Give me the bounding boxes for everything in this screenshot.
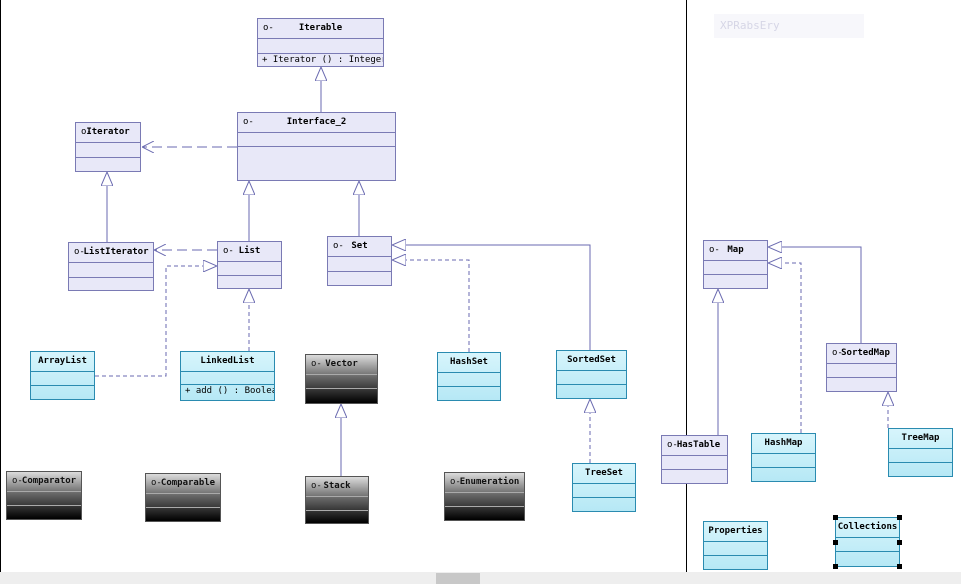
class-name: LinkedList: [200, 356, 255, 366]
class-icon: o-: [263, 23, 274, 33]
selection-handle-mid-right[interactable]: [897, 540, 902, 545]
class-name: ListIterator: [83, 247, 149, 257]
class-listiterator[interactable]: o-ListIterator: [68, 242, 154, 291]
class-name: SortedMap: [841, 348, 890, 358]
class-interface2[interactable]: o- Interface_2: [237, 112, 396, 181]
selection-handle-mid-left[interactable]: [833, 540, 838, 545]
class-name: Map: [727, 245, 744, 255]
class-list[interactable]: o- List: [217, 241, 282, 289]
class-name: Set: [351, 241, 368, 251]
edge-sortedmap-map[interactable]: [768, 247, 862, 343]
class-name: Stack: [323, 481, 351, 491]
class-map[interactable]: o- Map: [703, 240, 768, 289]
class-name: TreeSet: [585, 468, 623, 478]
class-name: Collections: [837, 522, 898, 532]
class-icon: o-: [243, 117, 254, 127]
selection-handle-bottom-right[interactable]: [897, 564, 902, 569]
selection-handle-bottom-left[interactable]: [833, 564, 838, 569]
class-name: Properties: [708, 526, 763, 536]
class-name: Vector: [325, 359, 358, 369]
class-iterator[interactable]: o-Iterator: [75, 122, 141, 172]
operation: + Iterator () : Integer: [258, 53, 383, 68]
faint-background-label: XPRabsEry: [714, 14, 864, 38]
class-name: HashSet: [450, 357, 488, 367]
class-treemap[interactable]: TreeMap: [888, 428, 953, 477]
horizontal-scrollbar-thumb[interactable]: [436, 573, 480, 584]
canvas-left-border: [0, 0, 1, 572]
class-name: Enumeration: [459, 477, 520, 487]
class-collections[interactable]: Collections: [835, 517, 900, 567]
panel-divider: [686, 0, 687, 572]
class-name: HasTable: [676, 440, 721, 450]
class-sortedset[interactable]: SortedSet: [556, 350, 627, 399]
class-treeset[interactable]: TreeSet: [572, 463, 636, 512]
class-name: Interface_2: [286, 117, 347, 127]
class-name: Iterator: [86, 127, 130, 137]
class-sortedmap[interactable]: o-SortedMap: [826, 343, 897, 392]
class-icon: o-: [12, 476, 23, 486]
class-icon: o-: [450, 477, 461, 487]
class-icon: o-: [223, 246, 234, 256]
class-comparator[interactable]: o-Comparator: [6, 471, 82, 520]
class-name: Iterable: [298, 23, 343, 33]
class-properties[interactable]: Properties: [703, 521, 768, 570]
class-icon: o-: [311, 359, 322, 369]
class-iterable[interactable]: o- Iterable + Iterator () : Integer: [257, 18, 384, 67]
class-icon: o-: [151, 478, 162, 488]
class-set[interactable]: o- Set: [327, 236, 392, 286]
class-linkedlist[interactable]: LinkedList + add () : Boolea: [180, 351, 275, 401]
class-name: List: [238, 246, 261, 256]
edge-hashmap-map[interactable]: [768, 263, 802, 433]
class-stack[interactable]: o-Stack: [305, 476, 369, 524]
class-icon: o-: [74, 247, 85, 257]
selection-handle-top-left[interactable]: [833, 515, 838, 520]
class-hashmap[interactable]: HashMap: [751, 433, 816, 482]
class-icon: o-: [81, 127, 92, 137]
edge-sortedset-set[interactable]: [392, 245, 591, 352]
class-name: Comparable: [160, 478, 216, 488]
class-icon: o-: [709, 245, 720, 255]
edge-hashset-set[interactable]: [392, 260, 470, 352]
class-icon: o-: [667, 440, 678, 450]
class-hashset[interactable]: HashSet: [437, 352, 501, 401]
class-name: TreeMap: [901, 433, 940, 443]
class-comparable[interactable]: o-Comparable: [145, 473, 221, 522]
class-icon: o-: [333, 241, 344, 251]
class-enumeration[interactable]: o-Enumeration: [444, 472, 525, 521]
class-icon: o-: [832, 348, 843, 358]
class-name: ArrayList: [38, 356, 87, 366]
class-arraylist[interactable]: ArrayList: [30, 351, 95, 400]
selection-handle-top-right[interactable]: [897, 515, 902, 520]
class-hastable[interactable]: o-HasTable: [661, 435, 728, 484]
horizontal-scrollbar[interactable]: [0, 572, 961, 584]
class-vector[interactable]: o-Vector: [305, 354, 378, 404]
class-name: HashMap: [764, 438, 803, 448]
class-icon: o-: [311, 481, 322, 491]
class-name: SortedSet: [567, 355, 616, 365]
edge-arraylist-list[interactable]: [95, 266, 217, 377]
class-name: Comparator: [21, 476, 77, 486]
operation: + add () : Boolea: [181, 384, 274, 400]
